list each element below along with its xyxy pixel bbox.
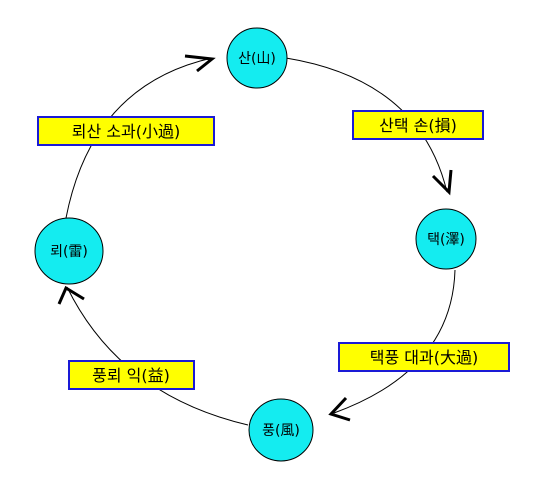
edge-label-taek-pung: 택풍 대과(大過)	[338, 342, 510, 372]
arrowhead-to-roe-icon	[57, 285, 85, 305]
node-pung: 풍(風)	[248, 398, 314, 462]
node-taek: 택(澤)	[415, 208, 477, 270]
edge-label-text: 택풍 대과(大過)	[370, 348, 478, 367]
arrowhead-to-pung-icon	[328, 396, 351, 422]
arc-san-taek	[285, 57, 448, 193]
arrowhead-to-san-icon	[184, 54, 216, 73]
arrowhead-to-taek-icon	[431, 169, 453, 196]
edge-label-text: 산택 손(損)	[379, 116, 457, 135]
arc-taek-pung	[333, 269, 456, 414]
arc-pung-roe	[66, 286, 249, 426]
node-roe: 뢰(雷)	[34, 217, 104, 285]
edge-label-text: 풍뢰 익(益)	[92, 366, 170, 385]
node-label: 택(澤)	[427, 232, 465, 248]
edge-label-roe-san: 뢰산 소과(小過)	[37, 116, 215, 146]
edge-label-san-taek: 산택 손(損)	[352, 110, 484, 140]
node-san: 산(山)	[226, 27, 288, 89]
node-label: 뢰(雷)	[50, 244, 88, 260]
node-label: 산(山)	[238, 51, 276, 67]
arc-roe-san	[65, 57, 213, 219]
edge-label-pung-roe: 풍뢰 익(益)	[68, 360, 195, 390]
edge-label-text: 뢰산 소과(小過)	[72, 122, 180, 141]
node-label: 풍(風)	[262, 423, 300, 439]
